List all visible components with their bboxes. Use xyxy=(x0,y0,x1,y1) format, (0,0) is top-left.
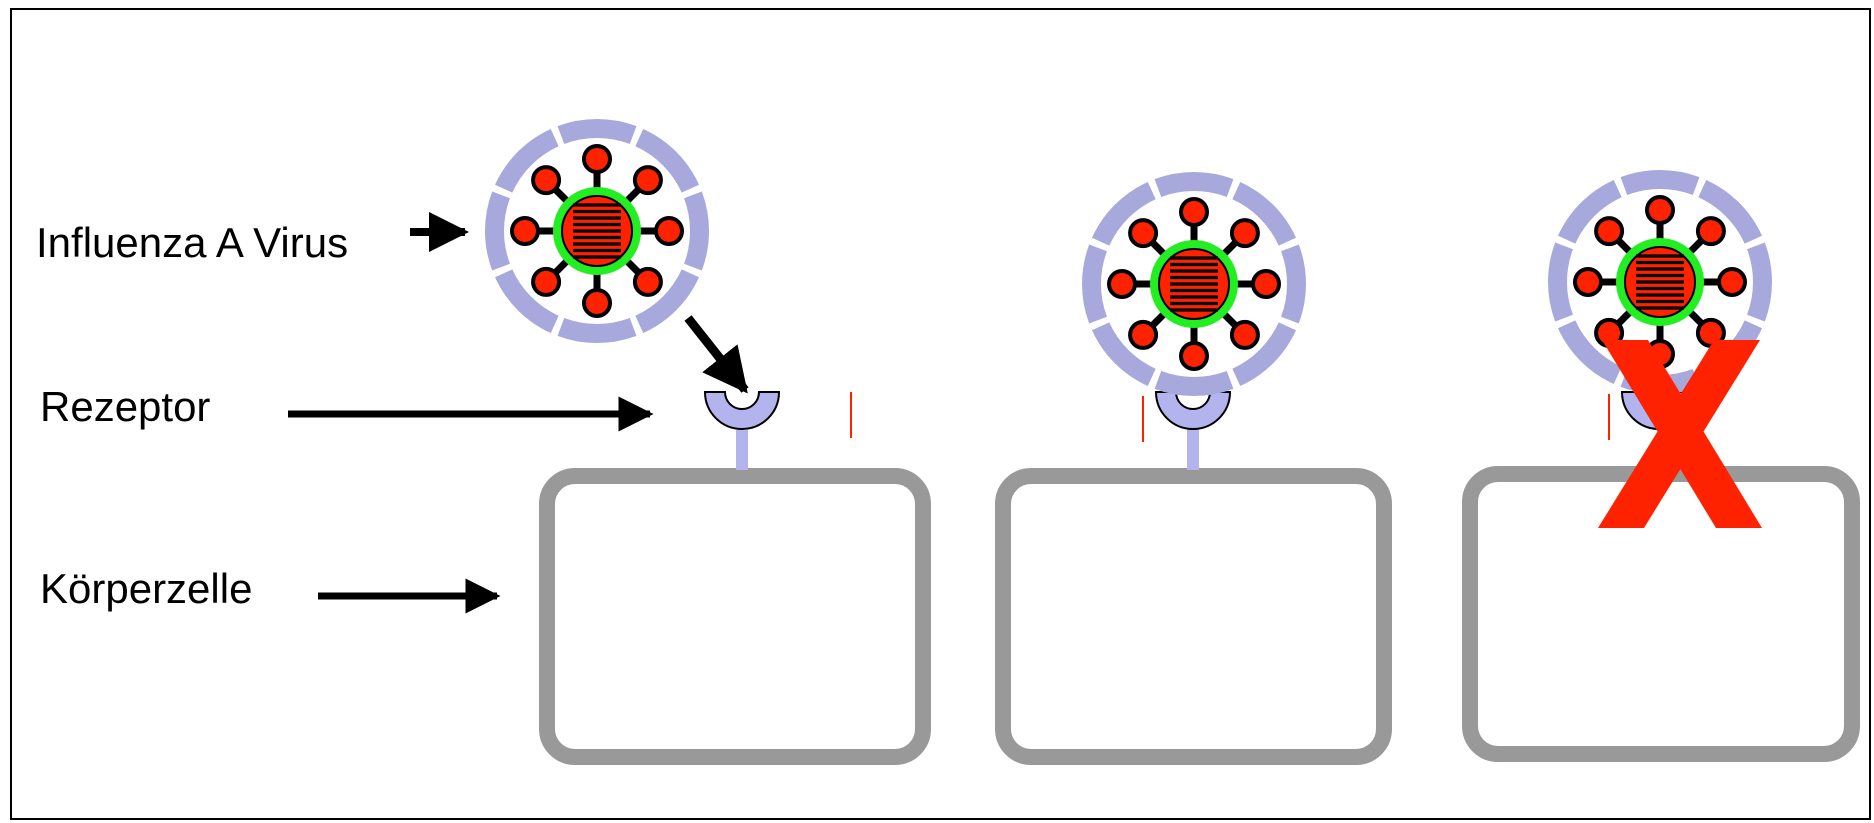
glycoprotein-arc xyxy=(494,128,559,193)
glycoprotein-arc xyxy=(485,191,510,271)
glycoprotein-arc xyxy=(1747,242,1772,322)
cross-icon xyxy=(1598,340,1762,528)
label-influenza-virus: Influenza A Virus xyxy=(36,219,349,266)
receptor-icon xyxy=(1154,391,1232,430)
glycoprotein-arc xyxy=(557,119,637,144)
glycoprotein-arc xyxy=(635,269,700,334)
glycoprotein-arc xyxy=(1281,244,1306,324)
glycoprotein-arc xyxy=(1698,179,1763,244)
glycoprotein-arc xyxy=(1091,181,1156,246)
cell-2-icon xyxy=(995,468,1392,765)
glycoprotein-arc xyxy=(1082,244,1107,324)
glycoprotein-arc xyxy=(1557,179,1622,244)
binding-arrow-icon xyxy=(684,315,749,394)
glycoprotein-arc xyxy=(1548,242,1573,322)
glycoprotein-arc xyxy=(1232,181,1297,246)
glycoprotein-arc xyxy=(1557,320,1622,385)
glycoprotein-arc xyxy=(1091,322,1156,387)
label-rezeptor: Rezeptor xyxy=(40,383,211,430)
virus-icon xyxy=(485,119,709,343)
label-koerperzelle: Körperzelle xyxy=(40,565,253,612)
glycoprotein-arc xyxy=(1154,172,1234,197)
glycoprotein-arc xyxy=(635,128,700,193)
glycoprotein-arc xyxy=(494,269,559,334)
glycoprotein-arc xyxy=(1620,170,1700,195)
glycoprotein-arc xyxy=(1232,322,1297,387)
receptor-icon xyxy=(703,391,781,430)
glycoprotein-arc xyxy=(684,191,709,271)
virus-icon xyxy=(1548,170,1772,394)
cell-3-icon xyxy=(1462,466,1860,762)
virus-icon xyxy=(1082,172,1306,396)
cell-1-icon xyxy=(539,468,931,765)
glycoprotein-arc xyxy=(1154,371,1234,396)
glycoprotein-arc xyxy=(557,318,637,343)
